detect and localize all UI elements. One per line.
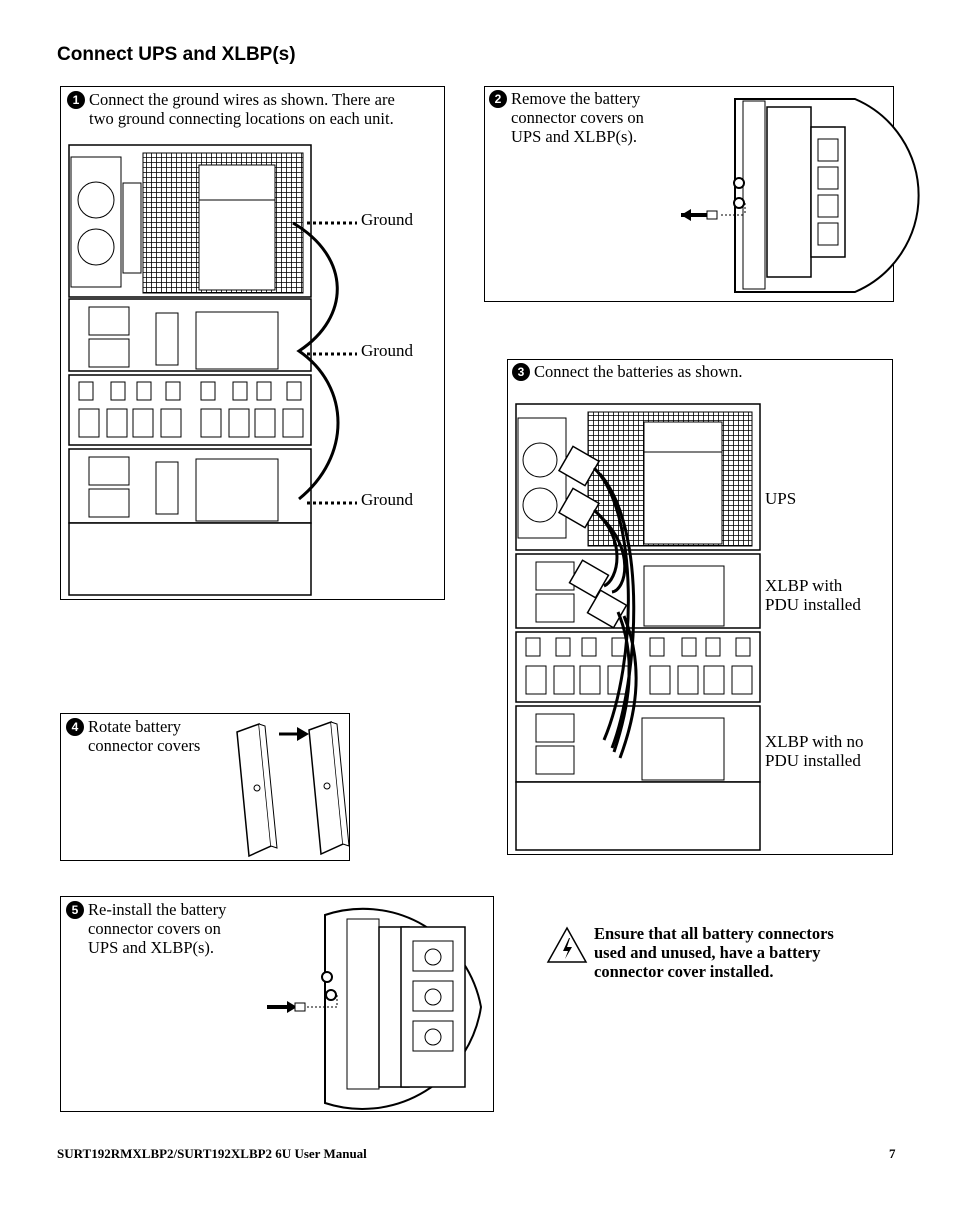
reinstall-cover-illustration: [267, 907, 483, 1110]
electrical-hazard-icon: [546, 926, 588, 963]
step1-panel: 1 Connect the ground wires as shown. The…: [60, 86, 445, 600]
xlbp-with-pdu-label: XLBP with PDU installed: [765, 576, 861, 614]
battery-connection-illustration: [515, 403, 761, 851]
step1-instruction: 1 Connect the ground wires as shown. The…: [67, 90, 395, 128]
step5-panel: 5 Re-install the battery connector cover…: [60, 896, 494, 1112]
step-number-badge: 1: [67, 91, 85, 109]
page-title: Connect UPS and XLBP(s): [57, 44, 296, 65]
step4-instruction: 4 Rotate battery connector covers: [66, 717, 200, 755]
warning-text: Ensure that all battery connectors used …: [594, 924, 834, 981]
step2-panel: 2 Remove the battery connector covers on…: [484, 86, 920, 302]
ground-label-xlbp: Ground: [361, 490, 413, 509]
step-number-badge: 4: [66, 718, 84, 736]
page-number: 7: [889, 1146, 896, 1161]
step1-text: Connect the ground wires as shown. There…: [89, 90, 395, 128]
ground-label-xlbp-pdu: Ground: [361, 341, 413, 360]
step2-text: Remove the battery connector covers on U…: [511, 89, 644, 146]
ups-grounding-illustration: [68, 144, 357, 596]
step4-panel: 4 Rotate battery connector covers: [60, 713, 350, 861]
warning-note: Ensure that all battery connectors used …: [546, 924, 834, 981]
ground-label-ups: Ground: [361, 210, 413, 229]
step2-instruction: 2 Remove the battery connector covers on…: [489, 89, 644, 146]
remove-cover-illustration: [681, 98, 920, 293]
xlbp-no-pdu-label: XLBP with no PDU installed: [765, 732, 864, 770]
step3-text: Connect the batteries as shown.: [534, 362, 743, 381]
step4-text: Rotate battery connector covers: [88, 717, 201, 755]
step-number-badge: 5: [66, 901, 84, 919]
step3-panel: 3 Connect the batteries as shown.: [507, 359, 893, 855]
step-number-badge: 2: [489, 90, 507, 108]
step5-instruction: 5 Re-install the battery connector cover…: [66, 900, 226, 957]
rotate-cover-illustration: [236, 720, 350, 858]
step3-instruction: 3 Connect the batteries as shown.: [512, 362, 743, 381]
step-number-badge: 3: [512, 363, 530, 381]
footer-manual-title: SURT192RMXLBP2/SURT192XLBP2 6U User Manu…: [57, 1146, 367, 1161]
ups-label: UPS: [765, 489, 797, 508]
step5-text: Re-install the battery connector covers …: [88, 900, 227, 957]
